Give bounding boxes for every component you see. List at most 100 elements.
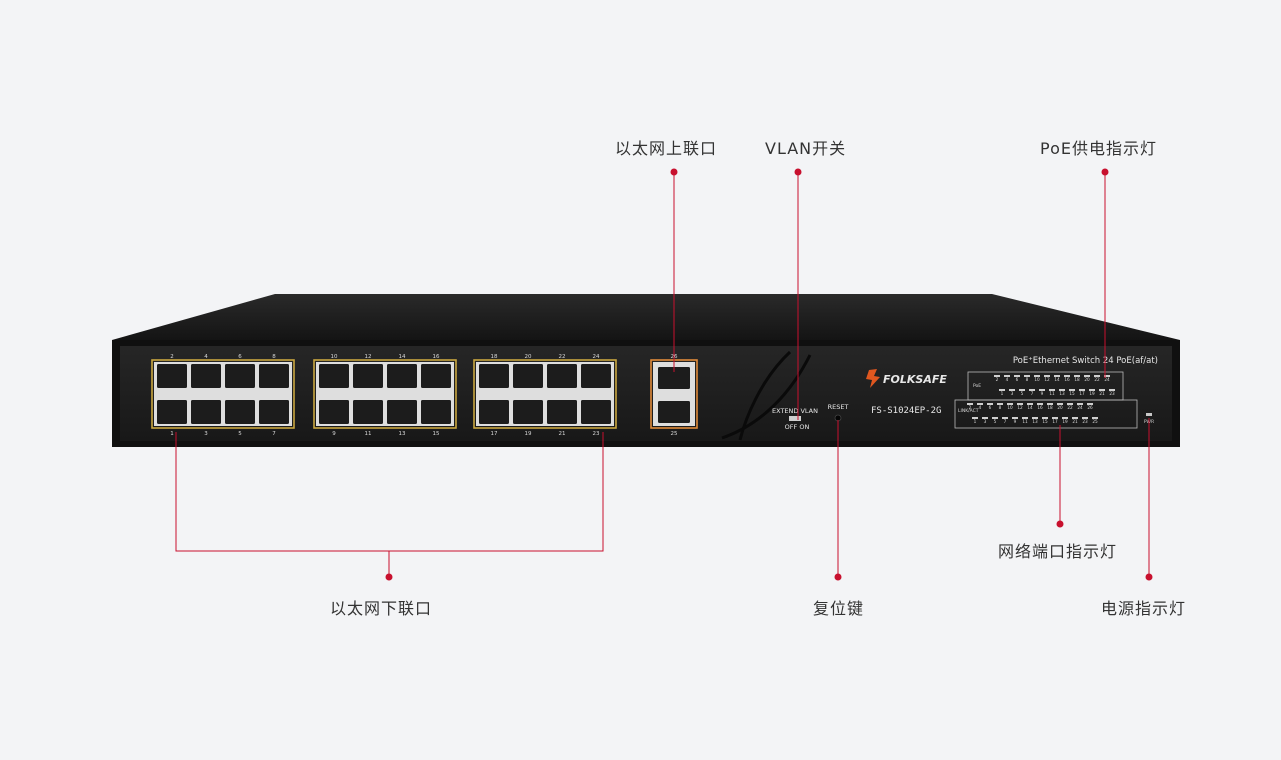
led-indicator xyxy=(1082,417,1088,419)
port-number: 6 xyxy=(238,354,242,360)
led-indicator xyxy=(1084,375,1090,377)
led-indicator xyxy=(987,403,993,405)
ethernet-port[interactable] xyxy=(353,364,383,388)
led-number: 21 xyxy=(1072,419,1078,424)
led-number: 23 xyxy=(1109,391,1115,396)
chassis-top xyxy=(112,294,1180,340)
led-number: 13 xyxy=(1032,419,1038,424)
led-indicator xyxy=(1049,389,1055,391)
callout-label-reset: 复位键 xyxy=(813,599,865,618)
led-indicator xyxy=(982,417,988,419)
led-number: 12 xyxy=(1017,405,1023,410)
port-group-frame xyxy=(473,359,617,429)
led-indicator xyxy=(1104,375,1110,377)
ethernet-port[interactable] xyxy=(319,364,349,388)
led-row-label: LINK/ACT xyxy=(958,408,979,414)
port-number: 1 xyxy=(170,431,174,437)
led-indicator xyxy=(1012,417,1018,419)
ethernet-port[interactable] xyxy=(513,364,543,388)
ethernet-port[interactable] xyxy=(319,400,349,424)
ethernet-port[interactable] xyxy=(547,400,577,424)
led-indicator xyxy=(1074,375,1080,377)
led-indicator xyxy=(1007,403,1013,405)
led-indicator xyxy=(1062,417,1068,419)
led-number: 19 xyxy=(1089,391,1095,396)
vlan-switch-top-label: EXTEND VLAN xyxy=(772,407,818,415)
port-number: 14 xyxy=(399,354,406,360)
led-number: 3 xyxy=(984,419,987,424)
led-number: 15 xyxy=(1069,391,1075,396)
callout-line-downlink xyxy=(175,432,604,552)
led-number: 14 xyxy=(1054,377,1060,382)
led-number: 18 xyxy=(1047,405,1053,410)
led-number: 16 xyxy=(1037,405,1043,410)
port-number: 8 xyxy=(272,354,276,360)
callout-label-vlan: VLAN开关 xyxy=(765,139,847,158)
panel-swoosh-2 xyxy=(721,354,812,440)
brand-logo: FOLKSAFE xyxy=(866,369,947,388)
callout-dot-reset xyxy=(834,573,842,581)
led-row-label: PoE xyxy=(973,383,981,389)
led-indicator xyxy=(1042,417,1048,419)
led-number: 16 xyxy=(1064,377,1070,382)
led-indicator xyxy=(1032,417,1038,419)
uplink-port[interactable] xyxy=(658,367,690,389)
ethernet-port[interactable] xyxy=(479,364,509,388)
led-indicator xyxy=(1087,403,1093,405)
callout-lines xyxy=(175,172,1150,577)
port-number: 19 xyxy=(525,431,532,437)
ethernet-port[interactable] xyxy=(387,400,417,424)
ethernet-port[interactable] xyxy=(157,400,187,424)
ethernet-port[interactable] xyxy=(225,400,255,424)
led-number: 1 xyxy=(1001,391,1004,396)
ethernet-port[interactable] xyxy=(581,364,611,388)
led-number: 8 xyxy=(999,405,1002,410)
port-number: 24 xyxy=(593,354,600,360)
led-number: 6 xyxy=(1016,377,1019,382)
ethernet-port[interactable] xyxy=(387,364,417,388)
led-number: 1 xyxy=(974,419,977,424)
ethernet-port[interactable] xyxy=(421,364,451,388)
ethernet-port[interactable] xyxy=(547,364,577,388)
led-number: 7 xyxy=(1004,419,1007,424)
port-number: 20 xyxy=(525,354,532,360)
ethernet-port[interactable] xyxy=(479,400,509,424)
port-number: 12 xyxy=(365,354,372,360)
led-indicator xyxy=(1064,375,1070,377)
led-number: 22 xyxy=(1067,405,1073,410)
led-number: 18 xyxy=(1074,377,1080,382)
led-indicator xyxy=(1039,389,1045,391)
led-indicator xyxy=(1099,389,1105,391)
led-indicator xyxy=(1004,375,1010,377)
led-number: 15 xyxy=(1042,419,1048,424)
led-number: 19 xyxy=(1062,419,1068,424)
led-number: 26 xyxy=(1087,405,1093,410)
ethernet-port[interactable] xyxy=(157,364,187,388)
ethernet-port[interactable] xyxy=(353,400,383,424)
led-number: 11 xyxy=(1049,391,1055,396)
vlan-switch-slider[interactable] xyxy=(789,416,801,421)
ethernet-port[interactable] xyxy=(259,364,289,388)
ethernet-port[interactable] xyxy=(581,400,611,424)
led-number: 2 xyxy=(996,377,999,382)
ethernet-port[interactable] xyxy=(191,364,221,388)
ethernet-port[interactable] xyxy=(513,400,543,424)
led-indicator xyxy=(1034,375,1040,377)
led-indicator xyxy=(994,375,1000,377)
port-number: 13 xyxy=(399,431,406,437)
ethernet-port[interactable] xyxy=(421,400,451,424)
led-indicator xyxy=(1047,403,1053,405)
ethernet-port[interactable] xyxy=(225,364,255,388)
led-indicator xyxy=(999,389,1005,391)
ethernet-port[interactable] xyxy=(259,400,289,424)
ethernet-port[interactable] xyxy=(191,400,221,424)
led-number: 3 xyxy=(1011,391,1014,396)
led-indicator xyxy=(1089,389,1095,391)
callout-dot-downlink xyxy=(385,573,393,581)
uplink-port[interactable] xyxy=(658,401,690,423)
callout-label-downlink: 以太网下联口 xyxy=(330,599,433,618)
callout-dots xyxy=(385,168,1153,581)
callout-dot-power-led xyxy=(1145,573,1153,581)
port-number: 11 xyxy=(365,431,372,437)
